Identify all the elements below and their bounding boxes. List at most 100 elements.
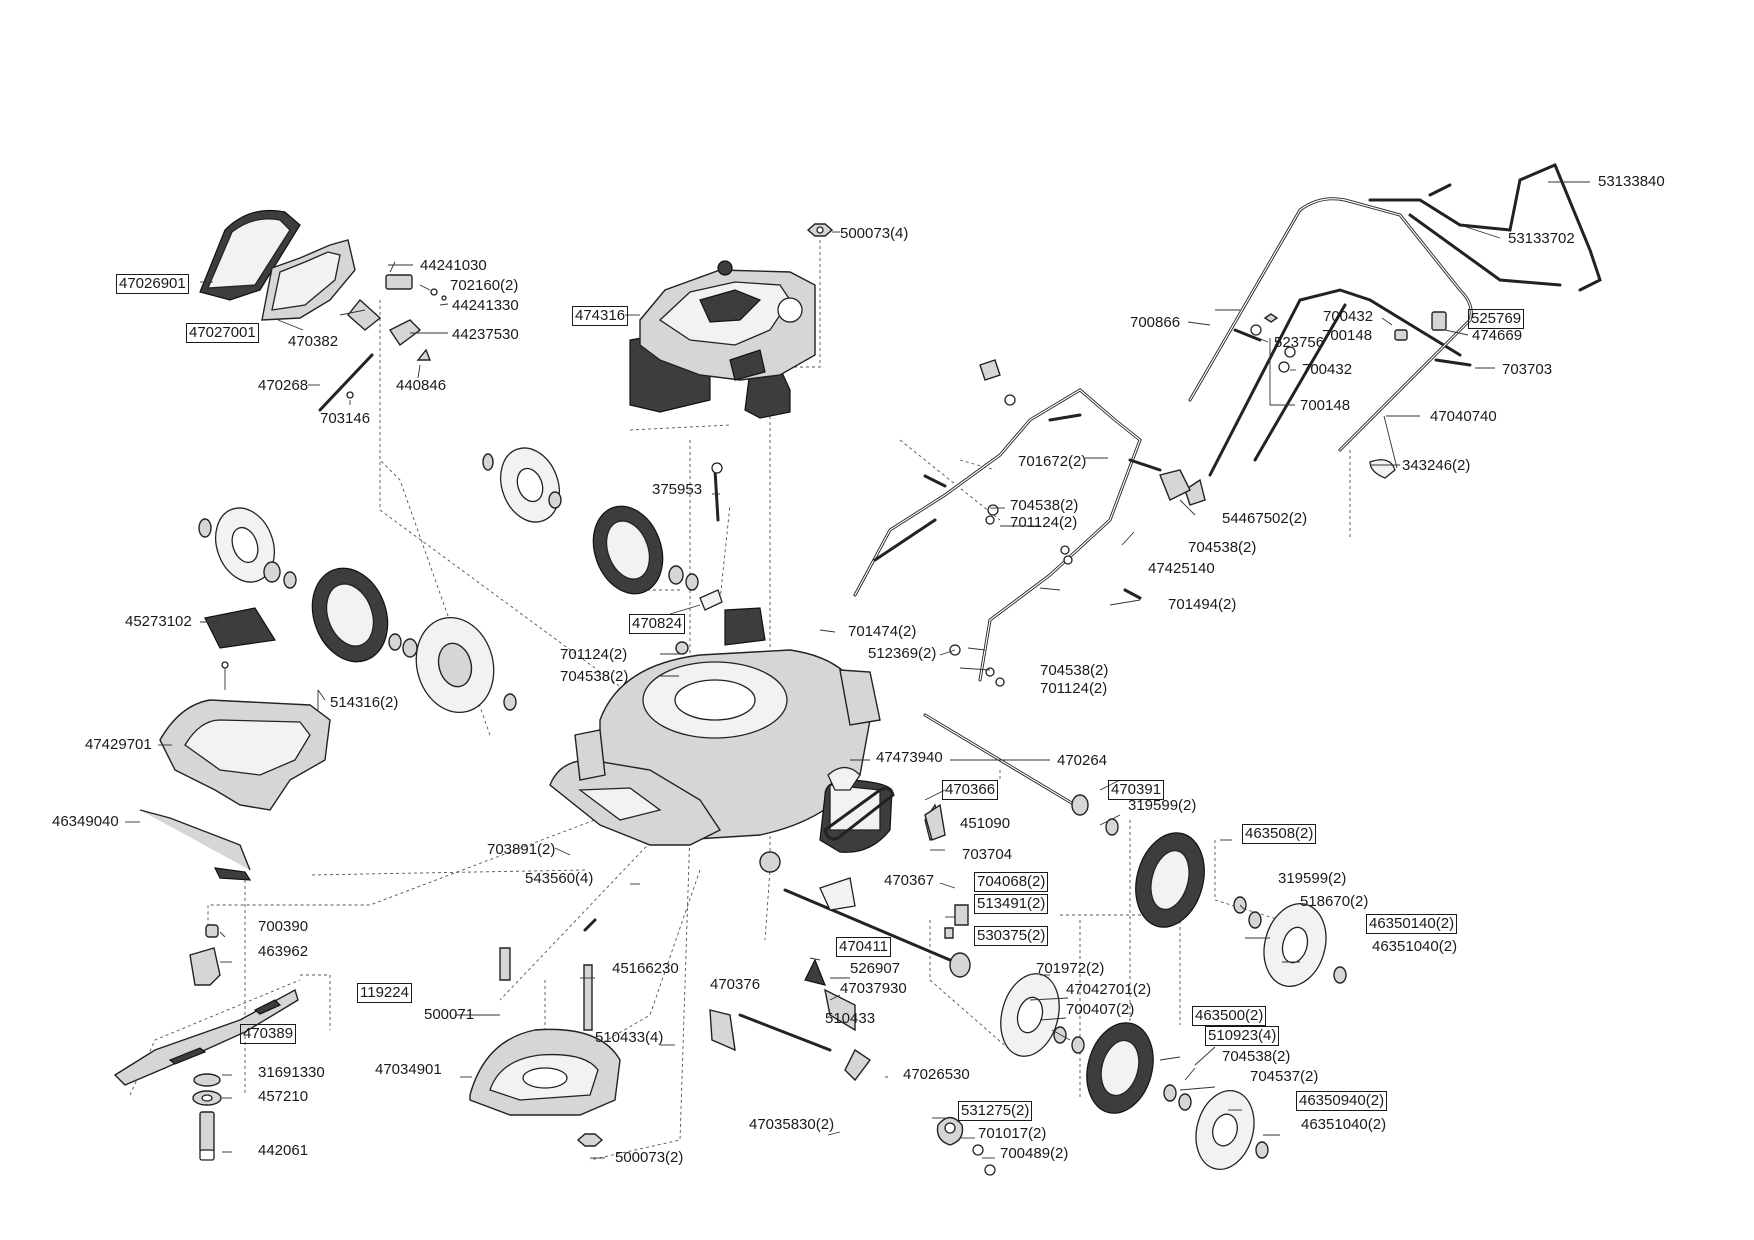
part-label-47027001[interactable]: 47027001 [186,323,259,343]
part-label-442061[interactable]: 442061 [258,1142,309,1159]
part-label-702160[interactable]: 702160(2) [450,277,519,294]
part-label-704538-c[interactable]: 704538(2) [560,668,629,685]
part-label-343246[interactable]: 343246(2) [1402,457,1471,474]
part-label-47429701[interactable]: 47429701 [85,736,152,753]
part-label-119224[interactable]: 119224 [357,983,412,1003]
part-label-701972[interactable]: 701972(2) [1036,960,1105,977]
part-label-518670[interactable]: 518670(2) [1300,893,1369,910]
part-label-470367[interactable]: 470367 [884,872,935,889]
part-label-704538[interactable]: 704538(2) [1010,497,1079,514]
part-label-54467502[interactable]: 54467502(2) [1222,510,1308,527]
blade-assembly [113,924,299,1161]
part-label-700407[interactable]: 700407(2) [1066,1001,1135,1018]
part-label-525769[interactable]: 525769 [1468,309,1525,329]
part-label-700866[interactable]: 700866 [1130,314,1181,331]
part-label-704538-d[interactable]: 704538(2) [1040,662,1109,679]
part-label-31691330[interactable]: 31691330 [258,1064,325,1081]
part-label-510433[interactable]: 510433 [825,1010,876,1027]
part-label-47425140[interactable]: 47425140 [1148,560,1215,577]
part-label-703704[interactable]: 703704 [962,846,1013,863]
upper-handle-assembly [1188,163,1602,479]
part-label-701124-c[interactable]: 701124(2) [1040,680,1108,697]
part-label-47473940[interactable]: 47473940 [876,749,943,766]
part-label-470376[interactable]: 470376 [710,976,761,993]
part-label-47040740[interactable]: 47040740 [1430,408,1497,425]
part-label-500073-top[interactable]: 500073(4) [840,225,909,242]
part-label-510433-4[interactable]: 510433(4) [595,1029,664,1046]
part-label-44241030[interactable]: 44241030 [420,257,487,274]
part-label-319599[interactable]: 319599(2) [1128,797,1197,814]
part-label-512369[interactable]: 512369(2) [868,645,937,662]
part-label-47042701[interactable]: 47042701(2) [1066,981,1152,998]
part-label-47035830[interactable]: 47035830(2) [749,1116,835,1133]
part-label-440846[interactable]: 440846 [396,377,447,394]
part-label-704538-b[interactable]: 704538(2) [1188,539,1257,556]
part-label-463500[interactable]: 463500(2) [1192,1006,1267,1026]
part-label-700148-b[interactable]: 700148 [1300,397,1351,414]
drive-belt [823,786,895,841]
part-label-463962[interactable]: 463962 [258,943,309,960]
part-label-543560[interactable]: 543560(4) [525,870,594,887]
part-label-45273102[interactable]: 45273102 [125,613,192,630]
part-label-700489[interactable]: 700489(2) [1000,1145,1069,1162]
part-label-470824[interactable]: 470824 [629,614,686,634]
part-label-46351040[interactable]: 46351040(2) [1372,938,1458,955]
part-label-701124[interactable]: 701124(2) [1010,514,1078,531]
part-label-45166230[interactable]: 45166230 [612,960,679,977]
part-label-701494[interactable]: 701494(2) [1168,596,1237,613]
part-label-47026901[interactable]: 47026901 [116,274,189,294]
part-label-526907[interactable]: 526907 [850,960,901,977]
part-label-701474[interactable]: 701474(2) [848,623,917,640]
leader-lines [125,181,1590,1159]
part-label-701124-b[interactable]: 701124(2) [560,646,628,663]
part-label-470268[interactable]: 470268 [258,377,309,394]
part-label-470391[interactable]: 470391 [1108,780,1165,800]
part-label-470389[interactable]: 470389 [240,1024,297,1044]
part-label-474669[interactable]: 474669 [1472,327,1523,344]
part-label-457210[interactable]: 457210 [258,1088,309,1105]
axle-clip-parts [1071,794,1119,836]
part-label-700432-b[interactable]: 700432 [1302,361,1353,378]
part-label-470382[interactable]: 470382 [288,333,339,350]
part-label-470366[interactable]: 470366 [942,780,999,800]
part-label-451090[interactable]: 451090 [960,815,1011,832]
part-label-53133840[interactable]: 53133840 [1598,173,1665,190]
part-label-531275[interactable]: 531275(2) [958,1101,1033,1121]
part-label-470264[interactable]: 470264 [1057,752,1108,769]
part-label-704538-e[interactable]: 704538(2) [1222,1048,1291,1065]
part-label-704068[interactable]: 704068(2) [974,872,1049,892]
part-label-47026530[interactable]: 47026530 [903,1066,970,1083]
part-label-53133702[interactable]: 53133702 [1508,230,1575,247]
part-label-375953[interactable]: 375953 [652,481,703,498]
part-label-703703[interactable]: 703703 [1502,361,1553,378]
part-label-44237530[interactable]: 44237530 [452,326,519,343]
part-label-500073-bottom[interactable]: 500073(2) [615,1149,684,1166]
part-label-474316[interactable]: 474316 [572,306,629,326]
part-label-463508[interactable]: 463508(2) [1242,824,1317,844]
part-label-500071[interactable]: 500071 [424,1006,475,1023]
part-label-703891[interactable]: 703891(2) [487,841,556,858]
part-label-703146[interactable]: 703146 [320,410,371,427]
mulch-plate [469,918,621,1147]
part-label-701672[interactable]: 701672(2) [1018,453,1087,470]
part-label-470411[interactable]: 470411 [836,937,891,957]
part-label-44241330[interactable]: 44241330 [452,297,519,314]
part-label-47034901[interactable]: 47034901 [375,1061,442,1078]
catcher-bracket-parts [318,261,447,412]
part-label-530375[interactable]: 530375(2) [974,926,1049,946]
part-label-704537[interactable]: 704537(2) [1250,1068,1319,1085]
part-label-700432[interactable]: 700432 [1323,308,1374,325]
part-label-514316[interactable]: 514316(2) [330,694,399,711]
part-label-319599-b[interactable]: 319599(2) [1278,870,1347,887]
part-label-46350940[interactable]: 46350940(2) [1296,1091,1388,1111]
part-label-510923[interactable]: 510923(4) [1205,1026,1280,1046]
part-label-513491[interactable]: 513491(2) [974,894,1049,914]
part-label-46350140[interactable]: 46350140(2) [1366,914,1458,934]
part-label-523756[interactable]: 523756 [1274,334,1325,351]
part-label-700148[interactable]: 700148 [1322,327,1373,344]
part-label-700390[interactable]: 700390 [258,918,309,935]
part-label-46351040-b[interactable]: 46351040(2) [1301,1116,1387,1133]
part-label-701017[interactable]: 701017(2) [978,1125,1047,1142]
part-label-47037930[interactable]: 47037930 [840,980,907,997]
part-label-46349040[interactable]: 46349040 [52,813,119,830]
